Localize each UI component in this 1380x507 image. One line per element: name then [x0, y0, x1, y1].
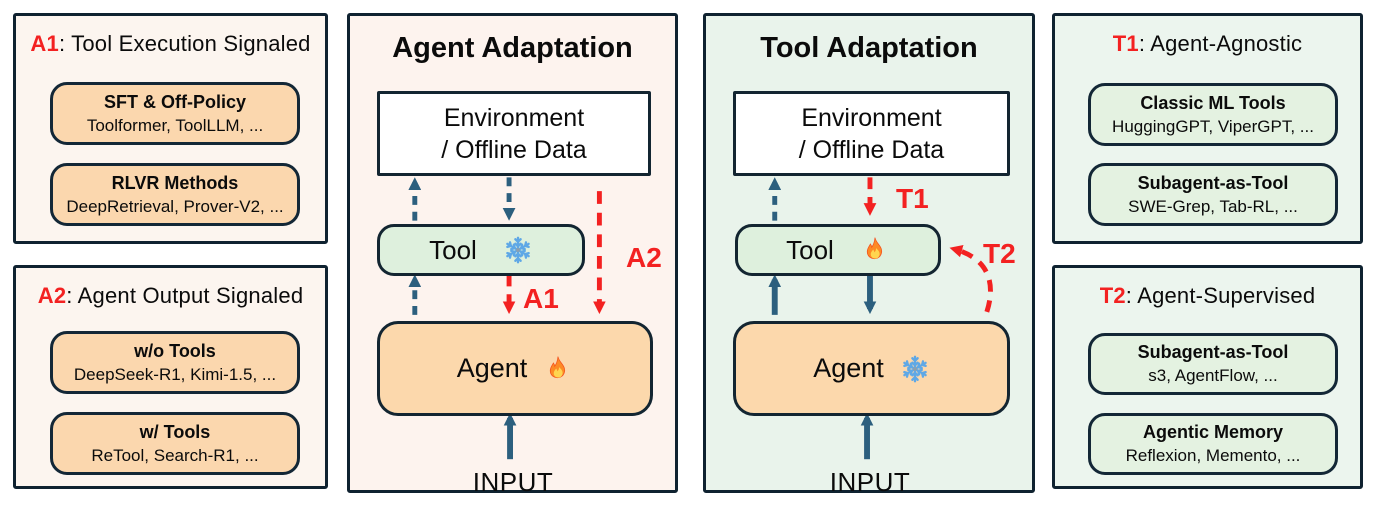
method-pill: Agentic Memory Reflexion, Memento, ...: [1088, 413, 1338, 475]
pill-examples: DeepRetrieval, Prover-V2, ...: [66, 196, 284, 216]
method-pill: w/ Tools ReTool, Search-R1, ...: [50, 412, 300, 475]
category-code: T1: [1112, 31, 1139, 56]
pill-examples: HuggingGPT, ViperGPT, ...: [1112, 116, 1314, 136]
flow-panel-title: Agent Adaptation: [392, 32, 633, 64]
arrow-label-a1: A1: [523, 283, 559, 314]
category-panel-t1: T1: Agent-Agnostic Classic ML Tools Hugg…: [1052, 13, 1363, 244]
category-panel-a2: A2: Agent Output Signaled w/o Tools Deep…: [13, 265, 328, 489]
category-panel-a1: A1: Tool Execution Signaled SFT & Off-Po…: [13, 13, 328, 244]
environment-box: Environment / Offline Data: [377, 91, 651, 176]
tool-label: Tool: [429, 234, 477, 265]
agent-label: Agent: [456, 353, 528, 383]
method-pill: SFT & Off-Policy Toolformer, ToolLLM, ..…: [50, 82, 300, 145]
input-label: INPUT: [829, 467, 911, 497]
agent-node: Agent: [733, 321, 1010, 416]
pill-examples: Reflexion, Memento, ...: [1125, 446, 1301, 465]
environment-label-line1: Environment: [443, 103, 585, 132]
flow-panel-agent-adaptation: Agent Adaptation Environment / Offline D…: [347, 13, 678, 497]
environment-label-line2: / Offline Data: [441, 135, 587, 164]
pill-heading: Agentic Memory: [1142, 422, 1284, 442]
tool-label: Tool: [786, 234, 834, 265]
pill-examples: Toolformer, ToolLLM, ...: [86, 115, 264, 135]
method-pill: Subagent-as-Tool SWE-Grep, Tab-RL, ...: [1088, 163, 1338, 226]
pill-heading: w/o Tools: [134, 340, 216, 361]
category-title-text: : Agent Output Signaled: [66, 283, 304, 308]
arrow-label-t2: T2: [983, 238, 1016, 269]
tool-node: Tool: [377, 224, 585, 276]
method-pill: RLVR Methods DeepRetrieval, Prover-V2, .…: [50, 163, 300, 226]
panel-title: A2: Agent Output Signaled: [16, 283, 325, 309]
category-title-text: : Tool Execution Signaled: [58, 31, 311, 56]
panel-title: T2: Agent-Supervised: [1055, 283, 1360, 309]
agent-node: Agent: [377, 321, 653, 416]
fire-icon: [543, 354, 573, 384]
snowflake-icon: [503, 235, 533, 265]
pill-heading: RLVR Methods: [111, 172, 239, 193]
flow-panel-title: Tool Adaptation: [760, 32, 978, 64]
environment-label-line2: / Offline Data: [798, 135, 945, 164]
tool-node: Tool: [735, 224, 941, 276]
agent-label: Agent: [813, 353, 884, 383]
environment-label-line1: Environment: [801, 103, 942, 132]
category-code: A2: [37, 283, 67, 308]
panel-title: T1: Agent-Agnostic: [1055, 31, 1360, 57]
method-pill: Classic ML Tools HuggingGPT, ViperGPT, .…: [1088, 83, 1338, 146]
method-pill: w/o Tools DeepSeek-R1, Kimi-1.5, ...: [50, 331, 300, 394]
pill-examples: SWE-Grep, Tab-RL, ...: [1128, 196, 1298, 216]
environment-box: Environment / Offline Data: [733, 91, 1010, 176]
pill-examples: DeepSeek-R1, Kimi-1.5, ...: [73, 364, 277, 384]
pill-heading: Subagent-as-Tool: [1137, 342, 1289, 362]
arrow-label-a2: A2: [626, 242, 662, 273]
flow-panel-tool-adaptation: Tool Adaptation Environment / Offline Da…: [703, 13, 1035, 497]
panel-title: A1: Tool Execution Signaled: [16, 31, 325, 57]
input-label: INPUT: [472, 467, 554, 497]
category-title-text: : Agent-Supervised: [1125, 283, 1316, 308]
pill-heading: Classic ML Tools: [1140, 92, 1286, 113]
arrow-label-t1: T1: [896, 183, 929, 214]
category-code: T2: [1099, 283, 1126, 308]
pill-heading: w/ Tools: [139, 421, 211, 442]
snowflake-icon: [900, 354, 930, 384]
pill-heading: Subagent-as-Tool: [1137, 172, 1289, 193]
pill-examples: s3, AgentFlow, ...: [1148, 366, 1278, 385]
pill-examples: ReTool, Search-R1, ...: [91, 445, 259, 465]
pill-heading: SFT & Off-Policy: [103, 91, 246, 112]
category-code: A1: [30, 31, 59, 56]
fire-icon: [860, 235, 890, 265]
method-pill: Subagent-as-Tool s3, AgentFlow, ...: [1088, 333, 1338, 395]
category-title-text: : Agent-Agnostic: [1138, 31, 1303, 56]
category-panel-t2: T2: Agent-Supervised Subagent-as-Tool s3…: [1052, 265, 1363, 489]
